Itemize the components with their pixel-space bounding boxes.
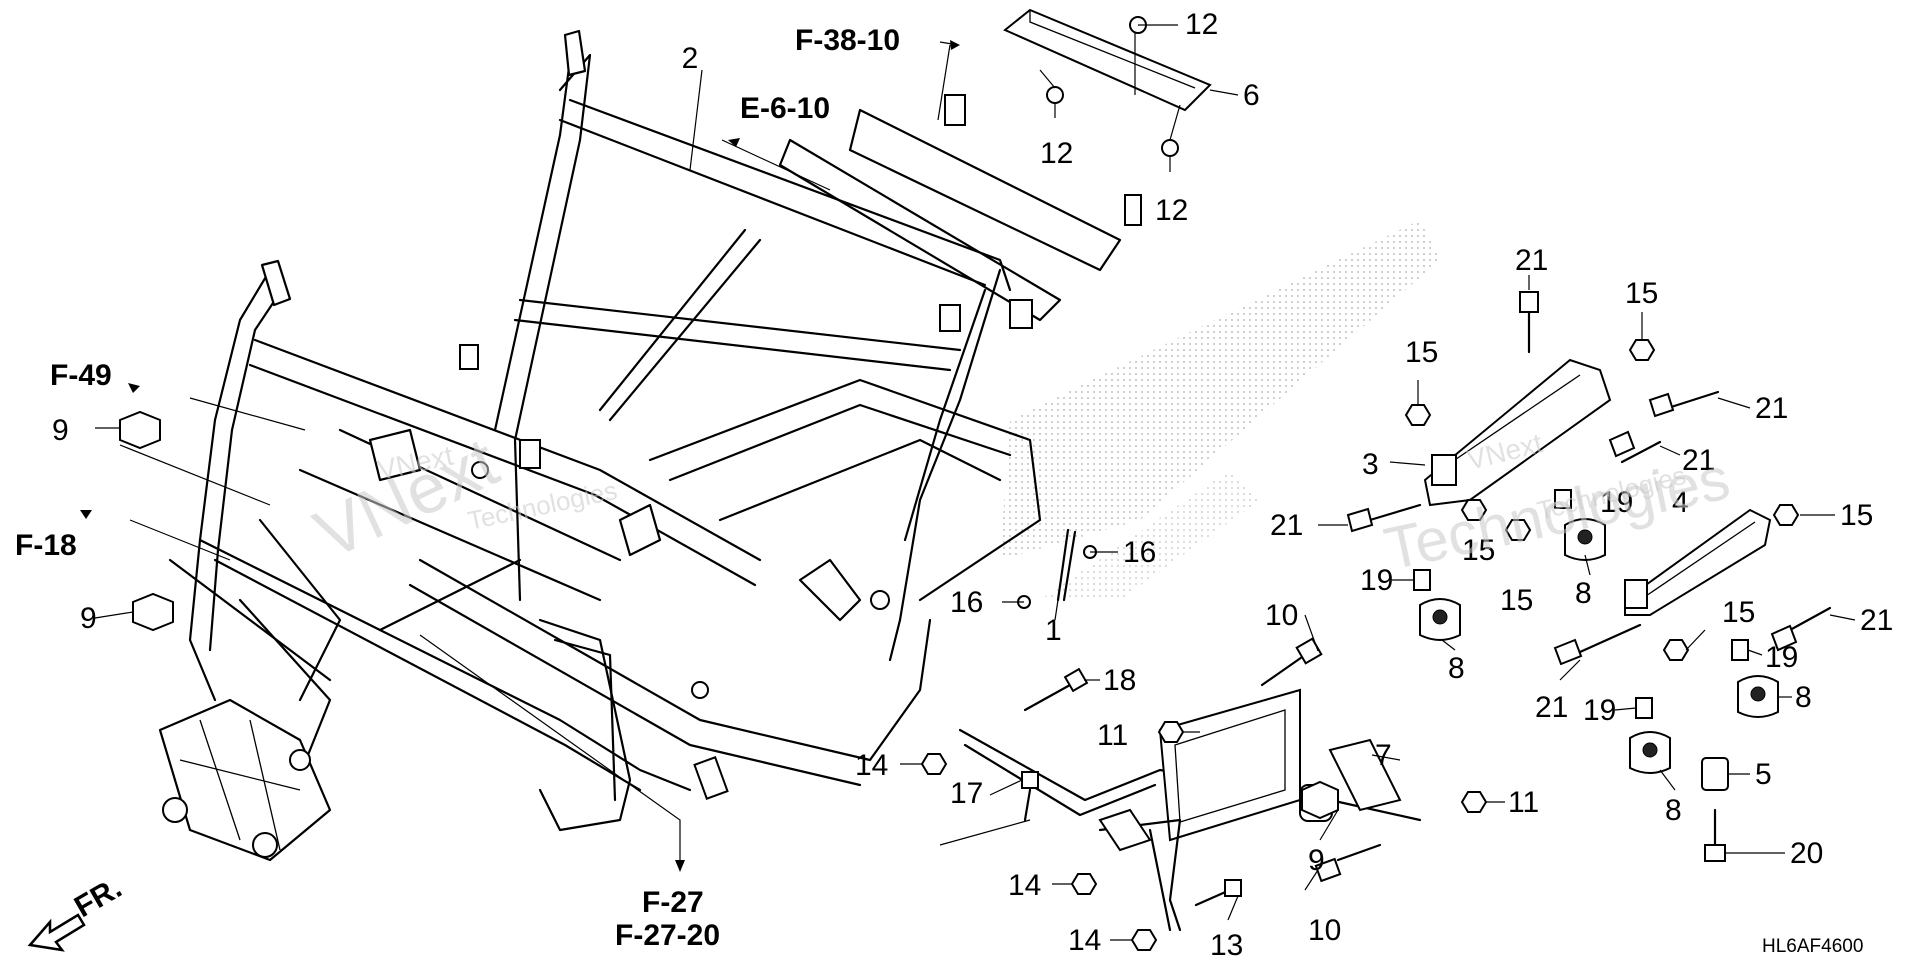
ref-arrow-icon [128,383,140,393]
callout-14: 14 [1008,869,1041,902]
stipple-shading [1000,220,1440,560]
callout-15: 15 [1722,596,1755,629]
stipple-shading-2 [1040,470,1260,600]
part-3-bracket [1423,358,1612,507]
callout-8: 8 [1665,794,1682,827]
ref-arrow-icon [675,860,685,872]
ref-f-38-10: F-38-10 [795,24,900,57]
fasteners [119,291,1832,951]
callout-15: 15 [1462,534,1495,567]
callout-21: 21 [1860,604,1893,637]
diagram-code: HL6AF4600 [1762,936,1863,957]
callout-16: 16 [1123,536,1156,569]
callout-13: 13 [1210,929,1243,960]
callout-19: 19 [1765,641,1798,674]
callout-15: 15 [1840,499,1873,532]
callout-17: 17 [950,777,983,810]
callout-labels: 2 12 6 12 12 9 9 16 16 1 21 15 15 21 21 … [52,8,1893,960]
ref-arrow-icon [80,510,92,519]
front-arrow-icon [27,913,86,952]
callout-21: 21 [1682,444,1715,477]
callout-9: 9 [80,602,97,635]
ref-f-49: F-49 [50,359,112,392]
callout-4: 4 [1672,486,1689,519]
rubber-mounts-8 [1419,518,1779,774]
ref-arrow-icon [950,40,960,50]
callout-10: 10 [1308,914,1341,947]
callout-12: 12 [1155,194,1188,227]
callout-19: 19 [1360,564,1393,597]
callout-11: 11 [1097,719,1128,752]
callout-14: 14 [855,749,888,782]
callout-5: 5 [1755,758,1772,791]
callout-15: 15 [1500,584,1533,617]
callout-19: 19 [1583,694,1616,727]
callout-8: 8 [1448,652,1465,685]
callout-8: 8 [1575,577,1592,610]
callout-21: 21 [1515,244,1548,277]
ref-f-27-20: F-27-20 [615,919,720,952]
callout-7: 7 [1375,739,1392,772]
ref-f-27: F-27 [642,886,704,919]
front-direction-indicator: FR. [27,871,127,952]
callout-21: 21 [1755,392,1788,425]
callout-21: 21 [1535,691,1568,724]
part-6-plate [1003,8,1212,157]
callout-14: 14 [1068,924,1101,957]
callout-10: 10 [1265,599,1298,632]
callout-15: 15 [1405,336,1438,369]
callout-9: 9 [1308,844,1325,877]
ref-e-6-10: E-6-10 [740,92,830,125]
callout-19: 19 [1600,486,1633,519]
callout-21: 21 [1270,509,1303,542]
reference-labels: F-38-10 E-6-10 F-49 F-18 F-27 F-27-20 [15,24,960,952]
callout-12: 12 [1040,137,1073,170]
callout-11: 11 [1508,786,1539,819]
callout-3: 3 [1362,448,1379,481]
main-frame [158,29,1142,862]
callout-16: 16 [950,586,983,619]
callout-9: 9 [52,414,69,447]
callout-2: 2 [682,42,699,75]
callout-15: 15 [1625,277,1658,310]
callout-20: 20 [1790,837,1823,870]
part-4-bracket [1624,508,1772,616]
leader-lines [94,24,1856,941]
callout-18: 18 [1103,664,1136,697]
ref-f-18: F-18 [15,529,77,562]
callout-12: 12 [1185,8,1218,41]
callout-8: 8 [1795,681,1812,714]
callout-6: 6 [1243,79,1260,112]
callout-1: 1 [1045,614,1062,647]
ref-arrow-icon [728,138,740,147]
